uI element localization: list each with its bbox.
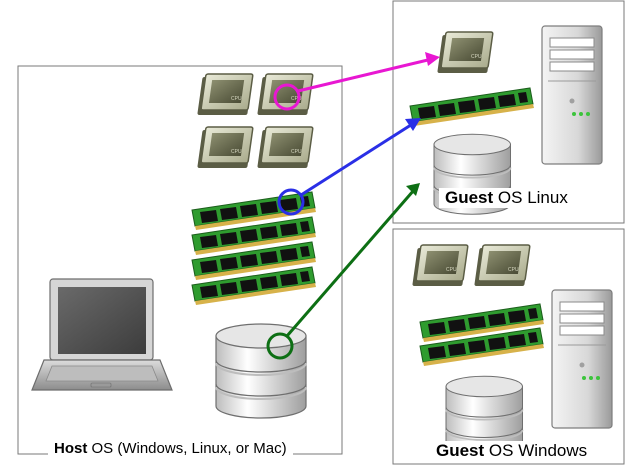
cpu-chip-icon: [256, 126, 314, 169]
guest-linux-label: Guest OS Linux: [439, 188, 574, 208]
cpu-chip-icon: [411, 244, 469, 287]
cpu-chip-icon: [436, 31, 494, 74]
cpu-mapping-arrow: [273, 52, 440, 111]
guest-windows-label-rest: OS Windows: [484, 441, 588, 460]
cpu-chip-icon: [473, 244, 531, 287]
disk-mapping-arrow: [266, 183, 420, 360]
guest-windows-label-bold: Guest: [436, 441, 485, 460]
guest-windows-label: Guest OS Windows: [430, 441, 594, 461]
guest-linux-label-rest: OS Linux: [493, 188, 568, 207]
host-os-label: Host OS (Windows, Linux, or Mac): [48, 439, 293, 459]
cpu-chip-icon: [196, 73, 254, 116]
host-os-label-rest: OS (Windows, Linux, or Mac): [87, 440, 287, 457]
laptop-icon: [31, 278, 173, 391]
host-os-label-bold: Host: [54, 440, 88, 457]
tower-server-icon: [541, 25, 603, 165]
guest-linux-label-bold: Guest: [445, 188, 494, 207]
tower-server-icon: [551, 289, 613, 429]
ram-mapping-arrow: [277, 118, 421, 216]
cpu-chip-icon: [196, 126, 254, 169]
hard-disk-stack-icon: [215, 323, 307, 419]
